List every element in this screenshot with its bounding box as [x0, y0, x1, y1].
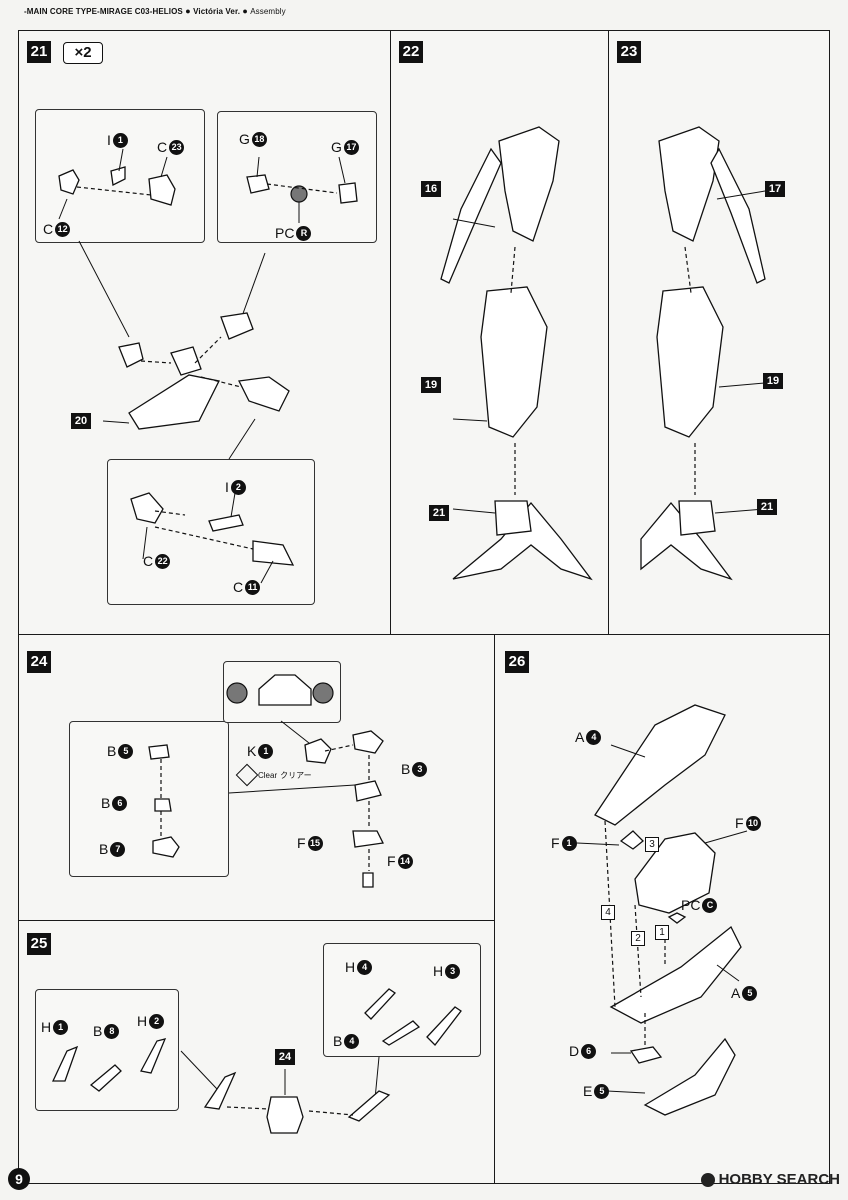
step-26-diagram	[576, 704, 748, 1116]
clear-part-note: Clear クリアー	[235, 763, 312, 787]
step-24-diagram	[148, 674, 384, 888]
step-21-diagram	[58, 148, 358, 584]
step-25-number: 25	[27, 933, 51, 955]
step-21-multiplier: ×2	[63, 42, 103, 64]
hobby-search-logo-icon	[700, 1172, 715, 1187]
step-25-diagram	[51, 988, 462, 1134]
subassembly-box-c2	[107, 459, 315, 605]
label-part-24: 24	[275, 1049, 295, 1065]
order-step-4: 4	[601, 905, 615, 920]
page-number: 9	[8, 1168, 30, 1190]
step-23-panel: 23 17 19 21	[608, 30, 830, 636]
order-step-2: 2	[631, 931, 645, 946]
page-header: -MAIN CORE TYPE-MIRAGE C03-HELIOS ● Vict…	[24, 6, 286, 16]
label-part-20: 20	[71, 413, 91, 429]
order-step-1: 1	[655, 925, 669, 940]
label-part-21: 21	[757, 499, 777, 515]
step-26-number: 26	[505, 651, 529, 673]
order-step-3: 3	[645, 837, 659, 852]
header-title: -MAIN CORE TYPE-MIRAGE C03-HELIOS	[24, 7, 183, 16]
header-version: Victória Ver.	[193, 7, 241, 16]
watermark: HOBBY SEARCH	[700, 1171, 840, 1188]
step-22-diagram	[440, 126, 593, 581]
label-part-21: 21	[429, 505, 449, 521]
step-22-panel: 22 16 19 21	[390, 30, 610, 636]
step-21-number: 21	[27, 41, 51, 63]
label-part-17: 17	[765, 181, 785, 197]
clear-icon	[235, 763, 259, 787]
label-part-19: 19	[421, 377, 441, 393]
step-22-number: 22	[399, 41, 423, 63]
label-part-19: 19	[763, 373, 783, 389]
label-part-16: 16	[421, 181, 441, 197]
step-23-number: 23	[617, 41, 641, 63]
step-24-number: 24	[27, 651, 51, 673]
step-23-diagram	[640, 126, 766, 581]
step-21-panel: 21 ×2	[18, 30, 392, 636]
header-section: Assembly	[250, 7, 286, 16]
subassembly-box-g	[217, 111, 377, 243]
